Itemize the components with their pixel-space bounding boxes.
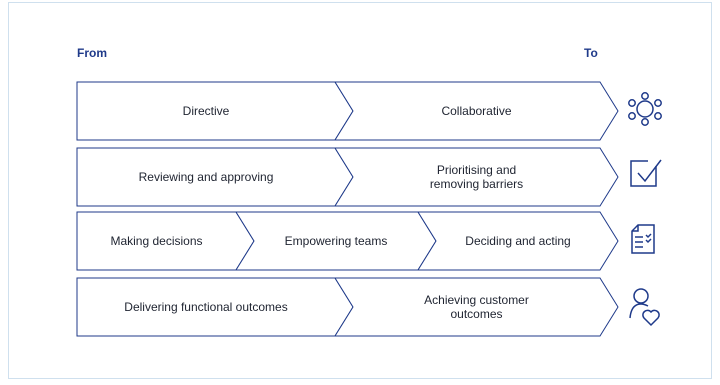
segment-label: Empowering teams xyxy=(285,234,388,248)
segment-label: Prioritising and xyxy=(437,163,516,177)
transition-row: Delivering functional outcomes Achieving … xyxy=(76,277,619,337)
segment-label: Delivering functional outcomes xyxy=(124,300,287,314)
transition-row: Directive Collaborative xyxy=(76,81,619,141)
segment-label: Making decisions xyxy=(110,234,202,248)
diagram-frame xyxy=(8,2,712,379)
from-header: From xyxy=(77,46,107,60)
checklist-document-icon xyxy=(631,224,655,254)
segment-label: Deciding and acting xyxy=(465,234,570,248)
segment-label: Achieving customer xyxy=(424,293,529,307)
segment-label: Collaborative xyxy=(441,104,511,118)
transition-row: Making decisions Empowering teams Deciding… xyxy=(76,211,619,271)
chevron-segment xyxy=(334,81,619,141)
chevron-segment xyxy=(417,211,619,271)
transition-row: Reviewing and approving Prioritising andr… xyxy=(76,147,619,207)
segment-label: Reviewing and approving xyxy=(139,170,274,184)
to-header: To xyxy=(584,46,598,60)
segment-label: Directive xyxy=(183,104,230,118)
segment-label: outcomes xyxy=(450,307,502,321)
chevron-segment xyxy=(334,277,619,337)
segment-label: removing barriers xyxy=(430,177,523,191)
chevron-segment xyxy=(334,147,619,207)
network-icon xyxy=(628,92,662,126)
checkbox-icon xyxy=(630,159,662,187)
customer-heart-icon xyxy=(629,288,660,327)
